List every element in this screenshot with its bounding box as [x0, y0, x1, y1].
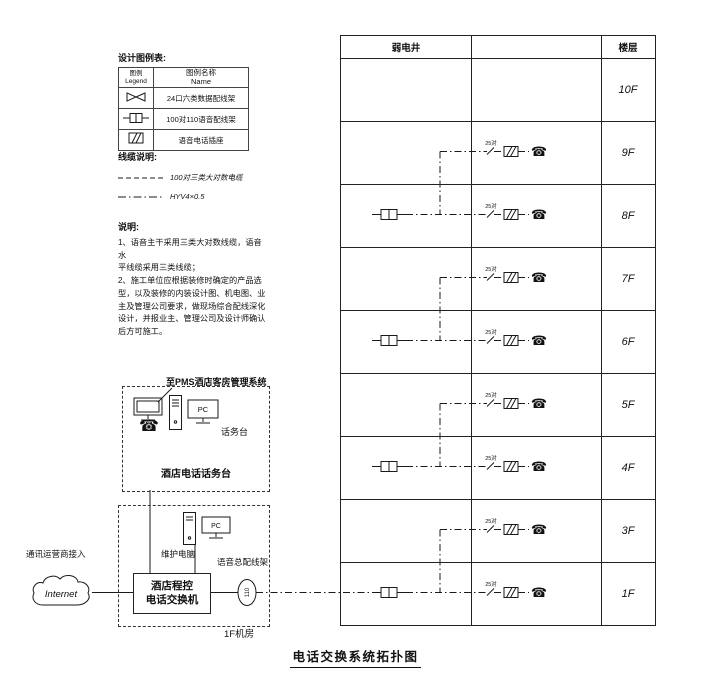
legend-row: 100对110语音配线架: [118, 108, 249, 131]
notes-block: 说明: 1、语音主干采用三类大对数线缆，语音水 平线缆采用三类线缆； 2、施工单…: [118, 220, 268, 339]
pc-tower-icon: [183, 512, 196, 545]
floor-label-7f: 7F: [621, 272, 635, 285]
cable-legend-title: 线缆说明:: [118, 152, 157, 162]
legend-row: 24口六类数据配线架: [118, 87, 249, 110]
legend-row-name: 语音电话插座: [153, 129, 249, 152]
floor-label-4f: 4F: [621, 461, 635, 474]
monitor-icon: [133, 397, 163, 421]
legend-header-name-en: Name: [190, 76, 211, 86]
row-divider: [341, 310, 655, 311]
legend-table: 图例 Legend 图例名称 Name 24口六类数据配线架: [118, 66, 249, 152]
row-divider: [341, 121, 655, 122]
pms-link-label: 至PMS酒店客房管理系统: [166, 377, 267, 387]
cable-label: HYV4×0.5: [170, 192, 205, 201]
pbx-box: 酒店程控 电话交换机: [133, 573, 211, 614]
cable-legend-item: HYV4×0.5: [118, 192, 243, 201]
legend-header-name-zh: 图例名称: [186, 68, 216, 77]
data-patch-panel-icon: [126, 92, 146, 103]
floor-header: 楼层: [618, 43, 638, 54]
header-divider: [341, 58, 655, 59]
pbx-label-line2: 电话交换机: [145, 593, 199, 606]
floor-label-8f: 8F: [621, 209, 635, 222]
floor-label-3f: 3F: [621, 524, 635, 537]
mdf-label: 语音总配线架: [217, 557, 269, 567]
internet-cloud: Internet: [32, 574, 90, 606]
floor-label-10f: 10F: [618, 83, 638, 96]
row-divider: [341, 373, 655, 374]
main-title-wrap: 电话交换系统拓扑图: [0, 646, 711, 668]
column-divider: [601, 36, 602, 625]
pc-monitor-icon: PC: [201, 516, 231, 539]
voice-outlet-icon: [128, 132, 144, 144]
row-divider: [341, 499, 655, 500]
page-title: 电话交换系统拓扑图: [290, 646, 421, 668]
legend-row-name: 100对110语音配线架: [153, 108, 249, 131]
cloud-label: Internet: [45, 589, 78, 600]
row-divider: [341, 184, 655, 185]
voice-patch-panel-icon: [123, 113, 149, 124]
dashed-line-sample: [118, 177, 164, 178]
notes-title: 说明:: [118, 222, 139, 232]
pc-label: PC: [211, 523, 221, 530]
notes-body: 1、语音主干采用三类大对数线缆，语音水 平线缆采用三类线缆； 2、施工单位应根据…: [118, 238, 266, 336]
pms-caption: 酒店电话话务台: [161, 469, 231, 480]
pc-tower-icon: [169, 395, 182, 430]
riser-table: 弱电井 楼层 10F 9F 8F 7F 6F 5F 4F 3F 1F: [340, 35, 656, 626]
telephone-icon: ☎: [139, 418, 159, 435]
legend-title: 设计图例表:: [118, 53, 166, 63]
machine-room-box: PC 维护电脑 语音总配线架: [118, 505, 270, 627]
row-divider: [341, 436, 655, 437]
floor-label-5f: 5F: [621, 398, 635, 411]
console-label: 话务台: [221, 427, 249, 437]
floor-label-9f: 9F: [621, 146, 635, 159]
legend-header-row: 图例 Legend 图例名称 Name: [118, 66, 249, 89]
legend-row: 语音电话插座: [118, 129, 249, 152]
row-divider: [341, 562, 655, 563]
column-divider: [471, 36, 472, 625]
maintenance-pc-label: 维护电脑: [161, 549, 196, 559]
isp-access-label: 通讯运营商接入: [26, 549, 86, 559]
cable-legend-block: 线缆说明: 100对三类大对数电缆 HYV4×0.5: [118, 150, 243, 201]
cable-label: 100对三类大对数电缆: [170, 173, 243, 182]
pc-label: PC: [198, 405, 209, 414]
floor-label-1f: 1F: [621, 587, 635, 600]
legend-header-symbol-en: Legend: [125, 77, 147, 85]
dashdot-line-sample: [118, 196, 164, 197]
cable-legend-item: 100对三类大对数电缆: [118, 172, 243, 183]
row-divider: [341, 247, 655, 248]
pms-console-box: ☎ PC 话务台 酒店电话话务台: [122, 386, 270, 492]
shaft-header: 弱电井: [391, 43, 421, 54]
pc-monitor-icon: PC: [187, 399, 219, 424]
pbx-label-line1: 酒店程控: [151, 579, 193, 592]
room-label: 1F机房: [224, 629, 255, 640]
legend-block: 设计图例表: 图例 Legend 图例名称 Name 24口六类数据配线架: [118, 51, 249, 152]
legend-row-name: 24口六类数据配线架: [153, 87, 249, 110]
floor-label-6f: 6F: [621, 335, 635, 348]
legend-header-symbol-zh: 图例: [129, 70, 143, 78]
